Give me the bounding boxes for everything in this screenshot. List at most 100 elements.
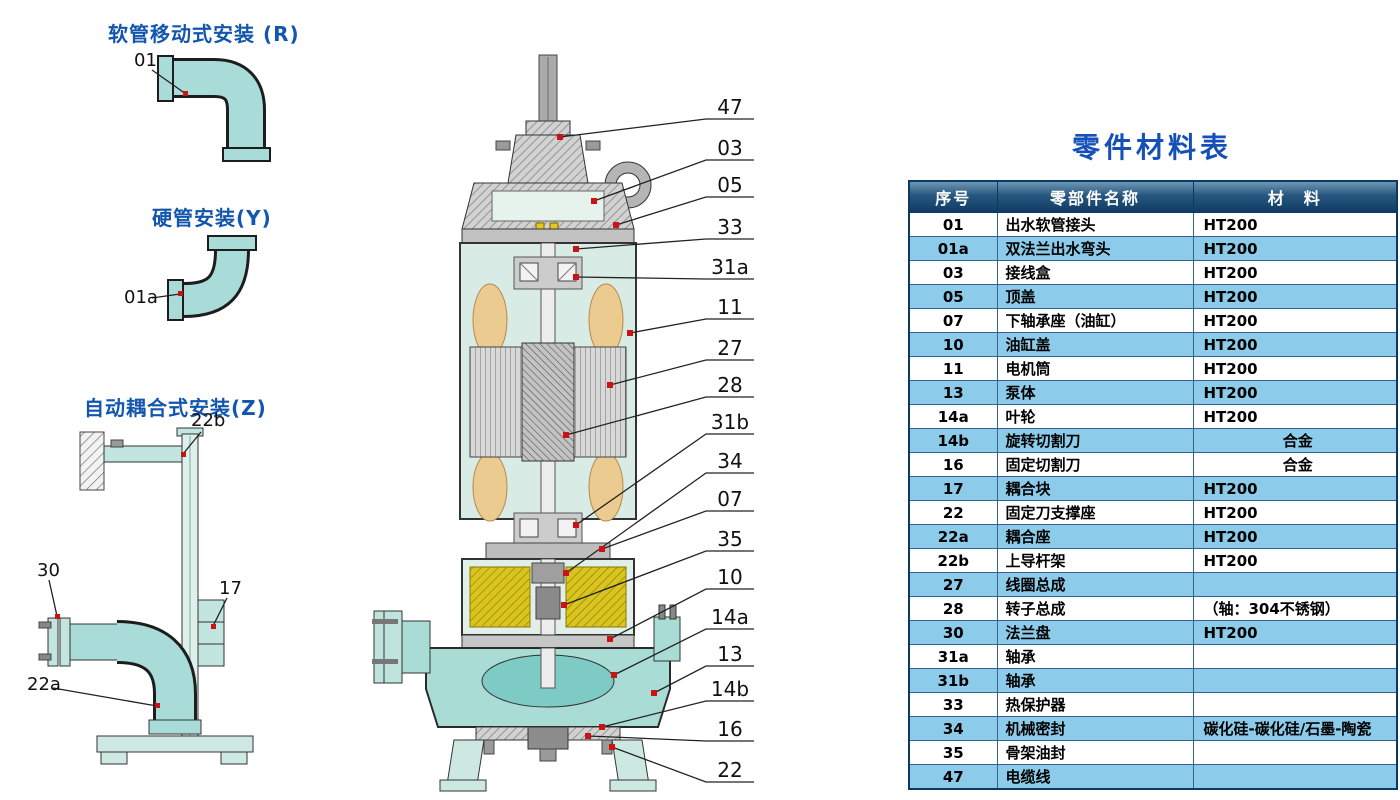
install-z-title: 自动耦合式安装(Z) <box>84 396 267 420</box>
flange-bolt <box>669 604 677 620</box>
cell-material: HT200 <box>1192 332 1398 357</box>
cell-no: 27 <box>908 572 998 597</box>
column-header: 序号 <box>908 180 998 213</box>
install-z-diagram: 22b 30 17 22a <box>27 412 254 765</box>
cell-no: 05 <box>908 284 998 309</box>
base-foot <box>220 751 248 765</box>
rotor <box>521 342 575 462</box>
pump-callout-line <box>575 433 754 526</box>
gland-bolt <box>495 140 511 151</box>
pump-callout-label: 07 <box>717 487 742 511</box>
install-z-label-30: 30 <box>37 560 60 581</box>
cell-name: 下轴承座（油缸） <box>996 308 1194 333</box>
leader-line <box>212 597 228 627</box>
cell-no: 16 <box>908 452 998 477</box>
cell-no: 13 <box>908 380 998 405</box>
oil-fill <box>565 566 627 628</box>
cell-material: HT200 <box>1192 308 1398 333</box>
cell-no: 35 <box>908 740 998 765</box>
cell-material: HT200 <box>1192 404 1398 429</box>
pump-callout-label: 47 <box>717 95 742 119</box>
bracket-bolt <box>110 439 124 448</box>
discharge-neck <box>399 620 431 674</box>
cell-material: HT200 <box>1192 548 1398 573</box>
pump-callout-label: 27 <box>717 336 742 360</box>
mechanical-seal-upper <box>531 562 565 584</box>
pump-callout-marker <box>563 570 569 576</box>
column-header: 材 料 <box>1192 180 1398 213</box>
pump-callout-marker <box>613 222 619 228</box>
cell-no: 33 <box>908 692 998 717</box>
leader-line <box>48 579 58 617</box>
pump-callout-label: 31a <box>711 255 749 279</box>
cell-material: HT200 <box>1192 356 1398 381</box>
pump-callout-marker <box>585 733 591 739</box>
lower-bearing <box>519 518 539 538</box>
cell-name: 电缆线 <box>996 764 1194 790</box>
pump-callout-line <box>609 588 754 640</box>
elbow-pipe <box>174 61 263 148</box>
upper-flange <box>461 228 635 244</box>
cell-name: 线圈总成 <box>996 572 1194 597</box>
install-r-label-01: 01 <box>134 50 157 71</box>
pump-callout-label: 11 <box>717 295 742 319</box>
cell-name: 固定切割刀 <box>996 452 1194 477</box>
bearing-seat <box>485 542 611 560</box>
pump-callout-label: 13 <box>717 642 742 666</box>
coil-end <box>588 452 624 522</box>
coil-end <box>472 283 508 357</box>
cell-name: 轴承 <box>996 668 1194 693</box>
pump-callout-marker <box>591 198 597 204</box>
upper-guide-bracket <box>103 445 191 463</box>
cell-no: 07 <box>908 308 998 333</box>
pump-callout-label: 22 <box>717 758 742 782</box>
pump-callout-marker <box>607 636 613 642</box>
install-r-diagram: 01 <box>134 50 271 162</box>
outlet-flange <box>167 279 184 321</box>
leader-line <box>52 687 158 707</box>
pump-callout-line <box>593 159 754 202</box>
pump-callout-marker <box>651 690 657 696</box>
flange-bolt <box>38 621 52 629</box>
coil-end <box>588 283 624 357</box>
cell-material <box>1192 668 1398 693</box>
foot <box>609 779 657 792</box>
cell-material: （轴：304不锈钢） <box>1192 596 1398 621</box>
plate-bolt <box>539 748 557 762</box>
shaft-tip <box>540 647 556 689</box>
cell-name: 油缸盖 <box>996 332 1194 357</box>
cell-no: 10 <box>908 332 998 357</box>
flange-bolt <box>372 619 398 624</box>
install-y-title: 硬管安装(Y) <box>152 206 272 230</box>
install-r-title: 软管移动式安装 (R) <box>108 22 300 46</box>
pump-callout-marker <box>563 432 569 438</box>
pump-callout-label: 10 <box>717 565 742 589</box>
leader-marker <box>183 91 188 96</box>
install-z-label-17: 17 <box>219 578 242 599</box>
gland-cap <box>525 120 571 136</box>
cell-no: 22a <box>908 524 998 549</box>
cell-no: 30 <box>908 620 998 645</box>
column-header: 零部件名称 <box>996 180 1194 213</box>
pump-callout-marker <box>609 744 615 750</box>
cell-material: HT200 <box>1192 284 1398 309</box>
cell-no: 14a <box>908 404 998 429</box>
cell-name: 旋转切割刀 <box>996 428 1194 453</box>
pump-callout-line <box>563 550 754 606</box>
plate-bolt <box>483 739 495 755</box>
cell-name: 电机筒 <box>996 356 1194 381</box>
discharge-flange-plate <box>373 610 385 684</box>
flange-bolt <box>38 653 52 661</box>
